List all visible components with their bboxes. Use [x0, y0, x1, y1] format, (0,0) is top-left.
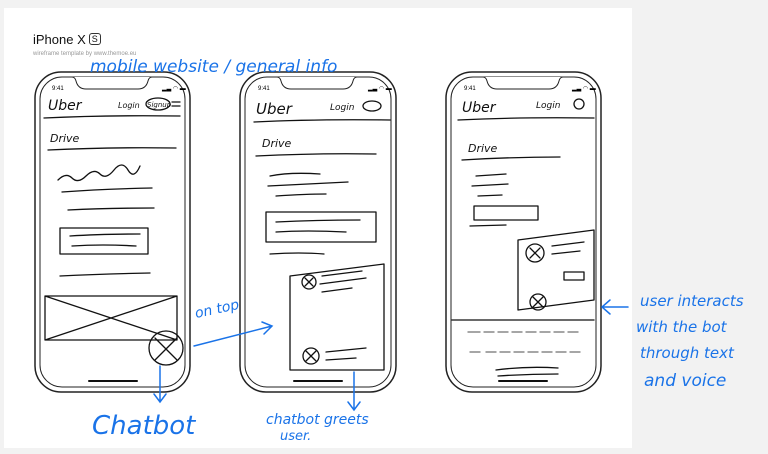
login-link[interactable]: Login	[118, 101, 140, 110]
annotation-interacts-4: and voice	[644, 371, 726, 391]
annotation-top: mobile website / general info	[90, 57, 337, 77]
annotation-interacts-1: user interacts	[640, 292, 744, 310]
annotation-chatbot-greets: chatbot greets	[266, 412, 369, 428]
arrow-down-icon	[153, 365, 167, 404]
annotation-interacts-2: with the bot	[636, 318, 728, 336]
drive-menu[interactable]: Drive	[468, 142, 498, 155]
signup-button[interactable]: Signup	[147, 101, 172, 109]
chatbot-button[interactable]	[148, 330, 184, 366]
chatbot-window	[517, 229, 595, 311]
phone-3: 9:41 ▂▃ ◠ ▬ Uber Login Drive	[445, 71, 602, 393]
drive-menu[interactable]: Drive	[50, 132, 80, 145]
home-indicator	[88, 380, 138, 382]
status-time: 9:41	[464, 86, 476, 92]
arrow-icon	[193, 321, 274, 347]
status-icons: ▂▃ ◠ ▬	[367, 86, 392, 92]
status-icons: ▂▃ ◠ ▬	[571, 86, 596, 92]
status-time: 9:41	[258, 86, 270, 92]
annotation-on-top: on top	[194, 297, 241, 322]
login-link[interactable]: Login	[330, 103, 355, 113]
drive-menu[interactable]: Drive	[262, 137, 292, 150]
status-icons: ▂▃ ◠ ▬	[161, 86, 186, 92]
arrow-down-icon	[347, 371, 361, 412]
status-time: 9:41	[52, 86, 64, 92]
subtitle: wireframe template by www.themoe.eu	[33, 51, 137, 57]
phone-1: 9:41 ▂▃ ◠ ▬ Uber Login Signup Drive	[34, 71, 191, 393]
model-badge: S	[88, 33, 101, 45]
chatbot-window	[289, 263, 385, 371]
login-link[interactable]: Login	[536, 101, 561, 111]
annotation-interacts-3: through text	[640, 344, 735, 362]
logo: Uber	[462, 100, 497, 116]
phone-2: 9:41 ▂▃ ◠ ▬ Uber Login Drive	[239, 71, 397, 393]
logo: Uber	[48, 98, 83, 114]
arrow-left-icon	[600, 299, 629, 315]
logo: Uber	[256, 100, 293, 118]
annotation-user: user.	[280, 429, 311, 444]
annotation-chatbot: Chatbot	[92, 411, 196, 441]
